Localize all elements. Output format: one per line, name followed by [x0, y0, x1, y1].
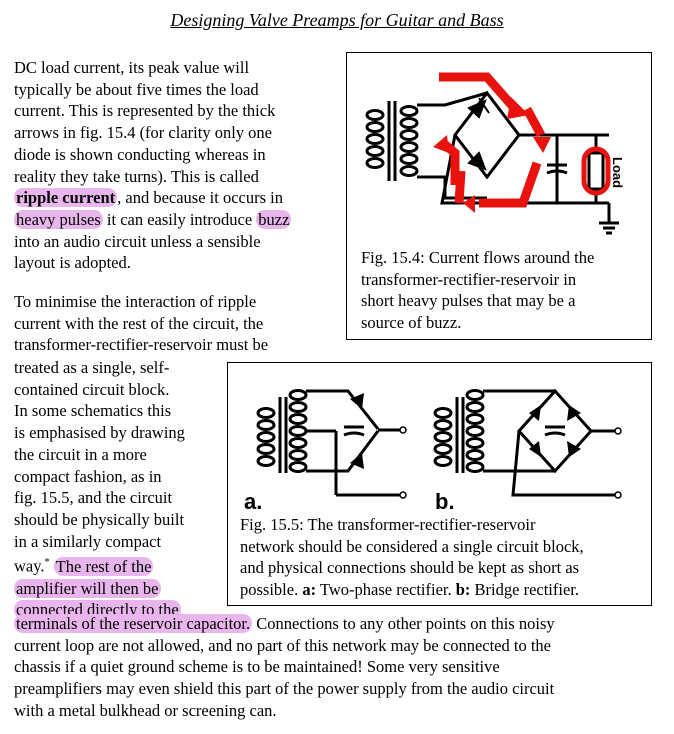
bridge-rectifier-diagram: b. [433, 388, 622, 514]
figure-15-4: Load Fig. 15.4: Current flows around the… [346, 52, 652, 340]
text-line: current loop are not allowed, and no par… [14, 635, 551, 655]
text-line: into an audio circuit unless a sensible [14, 231, 261, 251]
highlight-buzz: buzz [256, 209, 292, 229]
text-line: fig. 15.5, and the circuit [14, 488, 173, 508]
text-fragment: possible. [240, 580, 303, 600]
primary-coil [365, 109, 385, 169]
caption-line: source of buzz. [361, 313, 462, 333]
text-line: with a metal bulkhead or screening can. [14, 700, 277, 720]
label-bold-b: b: [455, 580, 471, 600]
footnote-marker: * [44, 557, 50, 569]
text-fragment: it can easily introduce [102, 209, 257, 229]
text-line: in a similarly compact [14, 531, 162, 551]
text-line: typically be about five times the load [14, 79, 259, 99]
load-label: Load [610, 157, 625, 188]
figure-15-5-caption: Fig. 15.5: The transformer-rectifier-res… [240, 514, 648, 601]
text-fragment: way. [14, 556, 45, 576]
label-bold-a: a: [302, 580, 317, 600]
caption-line: short heavy pulses that may be a [361, 291, 576, 311]
text-line: chassis if a quiet ground scheme is to b… [14, 657, 500, 677]
figure-15-5: a. [227, 362, 652, 606]
paragraph-2: To minimise the interaction of ripple cu… [14, 291, 334, 356]
figure-15-4-caption: Fig. 15.4: Current flows around the tran… [361, 247, 647, 334]
text-fragment: Bridge rectifier. [470, 580, 580, 600]
highlight-line: amplifier will then be [14, 578, 161, 598]
text-line: compact fashion, as in [14, 466, 162, 486]
text-fragment: Two-phase rectifier. [316, 580, 456, 600]
diode-icon [467, 97, 490, 171]
text-line: arrows in fig. 15.4 (for clarity only on… [14, 123, 272, 143]
highlight-heavy-pulses: heavy pulses [14, 209, 103, 229]
paragraph-4: terminals of the reservoir capacitor. Co… [14, 613, 664, 722]
label-a: a. [244, 489, 262, 514]
text-line: terminals of the reservoir capacitor. Co… [14, 613, 664, 635]
text-fragment: Connections to any other points on this … [252, 614, 555, 633]
text-line: treated as a single, self- [14, 358, 170, 377]
page-header: Designing Valve Preamps for Guitar and B… [170, 10, 504, 30]
text-line: amplifier will then be [14, 578, 229, 600]
text-line: To minimise the interaction of ripple [14, 292, 257, 311]
text-line: contained circuit block. [14, 379, 170, 399]
highlight-rest-of-amp: The rest of the [53, 556, 154, 576]
text-line: preamplifiers may even shield this part … [14, 679, 555, 699]
text-line: ripple current, and because it occurs in [14, 187, 334, 209]
label-b: b. [435, 489, 455, 514]
secondary-coil [399, 105, 419, 177]
text-line: diode is shown conducting whereas in [14, 144, 266, 164]
two-phase-rectifier-diagram: a. [244, 389, 407, 514]
text-line: the circuit in a more [14, 444, 147, 464]
text-line: DC load current, its peak value will [14, 58, 250, 77]
caption-line: and physical connections should be kept … [240, 558, 580, 578]
caption-line: possible. a: Two-phase rectifier. b: Bri… [240, 579, 648, 601]
highlight-ripple-current: ripple current [14, 188, 118, 208]
text-line: is emphasised by drawing [14, 423, 185, 443]
text-line: current. This is represented by the thic… [14, 101, 276, 121]
text-line: In some schematics this [14, 401, 172, 421]
text-line: heavy pulses it can easily introduce buz… [14, 209, 334, 231]
paragraph-1: DC load current, its peak value will typ… [14, 57, 334, 274]
text-line: transformer-rectifier-reservoir must be [14, 335, 269, 355]
rectifier-ripple-diagram: Load [365, 72, 625, 235]
text-fragment: , and because it occurs in [117, 188, 283, 208]
caption-line: Fig. 15.4: Current flows around the [361, 248, 595, 267]
text-line: current with the rest of the circuit, th… [14, 313, 264, 333]
arrowheads [433, 97, 551, 213]
paragraph-3: treated as a single, self- contained cir… [14, 357, 229, 621]
caption-line: Fig. 15.5: The transformer-rectifier-res… [240, 515, 536, 534]
text-line: way.* The rest of the [14, 552, 229, 577]
text-line: layout is adopted. [14, 253, 131, 273]
text-line: reality they take turns). This is called [14, 166, 259, 186]
highlight-reservoir-terminals: terminals of the reservoir capacitor. [14, 614, 253, 633]
text-line: should be physically built [14, 509, 185, 529]
caption-line: transformer-rectifier-reservoir in [361, 269, 577, 289]
caption-line: network should be considered a single ci… [240, 536, 584, 556]
